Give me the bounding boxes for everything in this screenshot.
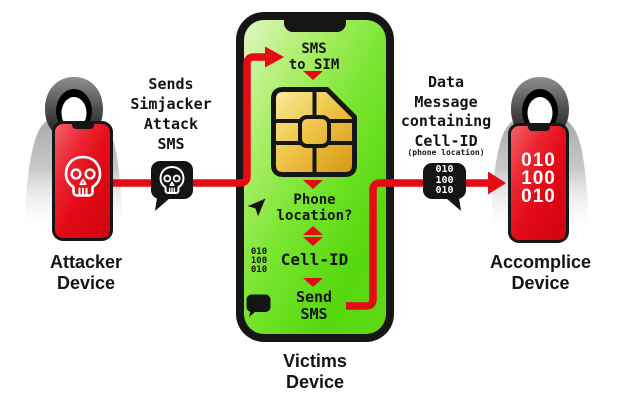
skull-icon (64, 155, 101, 197)
step-arrow-4-icon (303, 278, 323, 287)
binary-bubble-tail-icon (446, 198, 461, 211)
phone-location-label: Phone location? (276, 192, 353, 224)
binary-bubble: 010 100 010 (423, 163, 466, 211)
skull-bubble-icon (159, 166, 185, 194)
data-message-sub-annotation: (phone location) (407, 148, 485, 157)
step-arrow-3-up-icon (303, 226, 323, 235)
step-arrow-3-down-icon (303, 237, 323, 246)
cell-id-label: Cell-ID (280, 250, 349, 269)
accomplice-phone: 010 100 010 (508, 123, 569, 243)
binary-bubble-text: 010 100 010 (435, 164, 454, 196)
data-message-annotation: Data Message containing Cell-ID (400, 73, 492, 150)
accomplice-phone-screen: 010 100 010 (511, 126, 566, 240)
skull-bubble-tail-icon (155, 198, 170, 211)
sms-skull-bubble (151, 161, 193, 211)
step-arrow-2-icon (303, 180, 323, 189)
victim-device-label: Victims Device (283, 351, 347, 392)
victim-phone-notch (284, 20, 346, 32)
attacker-device-label: Attacker Device (49, 252, 123, 293)
sim-card-icon (271, 87, 357, 177)
attack-sms-annotation: Sends Simjacker Attack SMS (130, 75, 212, 153)
chat-bubble-icon (246, 294, 271, 317)
cell-id-binary: 010 100 010 (250, 247, 268, 276)
accomplice-phone-notch (527, 126, 550, 131)
step-arrow-1-icon (303, 71, 323, 80)
sms-to-sim-label: SMS to SIM (288, 41, 340, 73)
send-sms-label: Send SMS (295, 288, 333, 323)
attacker-phone-screen (55, 124, 110, 238)
attacker-phone-notch (71, 124, 94, 129)
navigation-icon (247, 198, 266, 217)
attacker-phone (52, 121, 113, 241)
accomplice-device-label: Accomplice Device (489, 252, 592, 293)
accomplice-screen-binary: 010 100 010 (521, 150, 556, 207)
